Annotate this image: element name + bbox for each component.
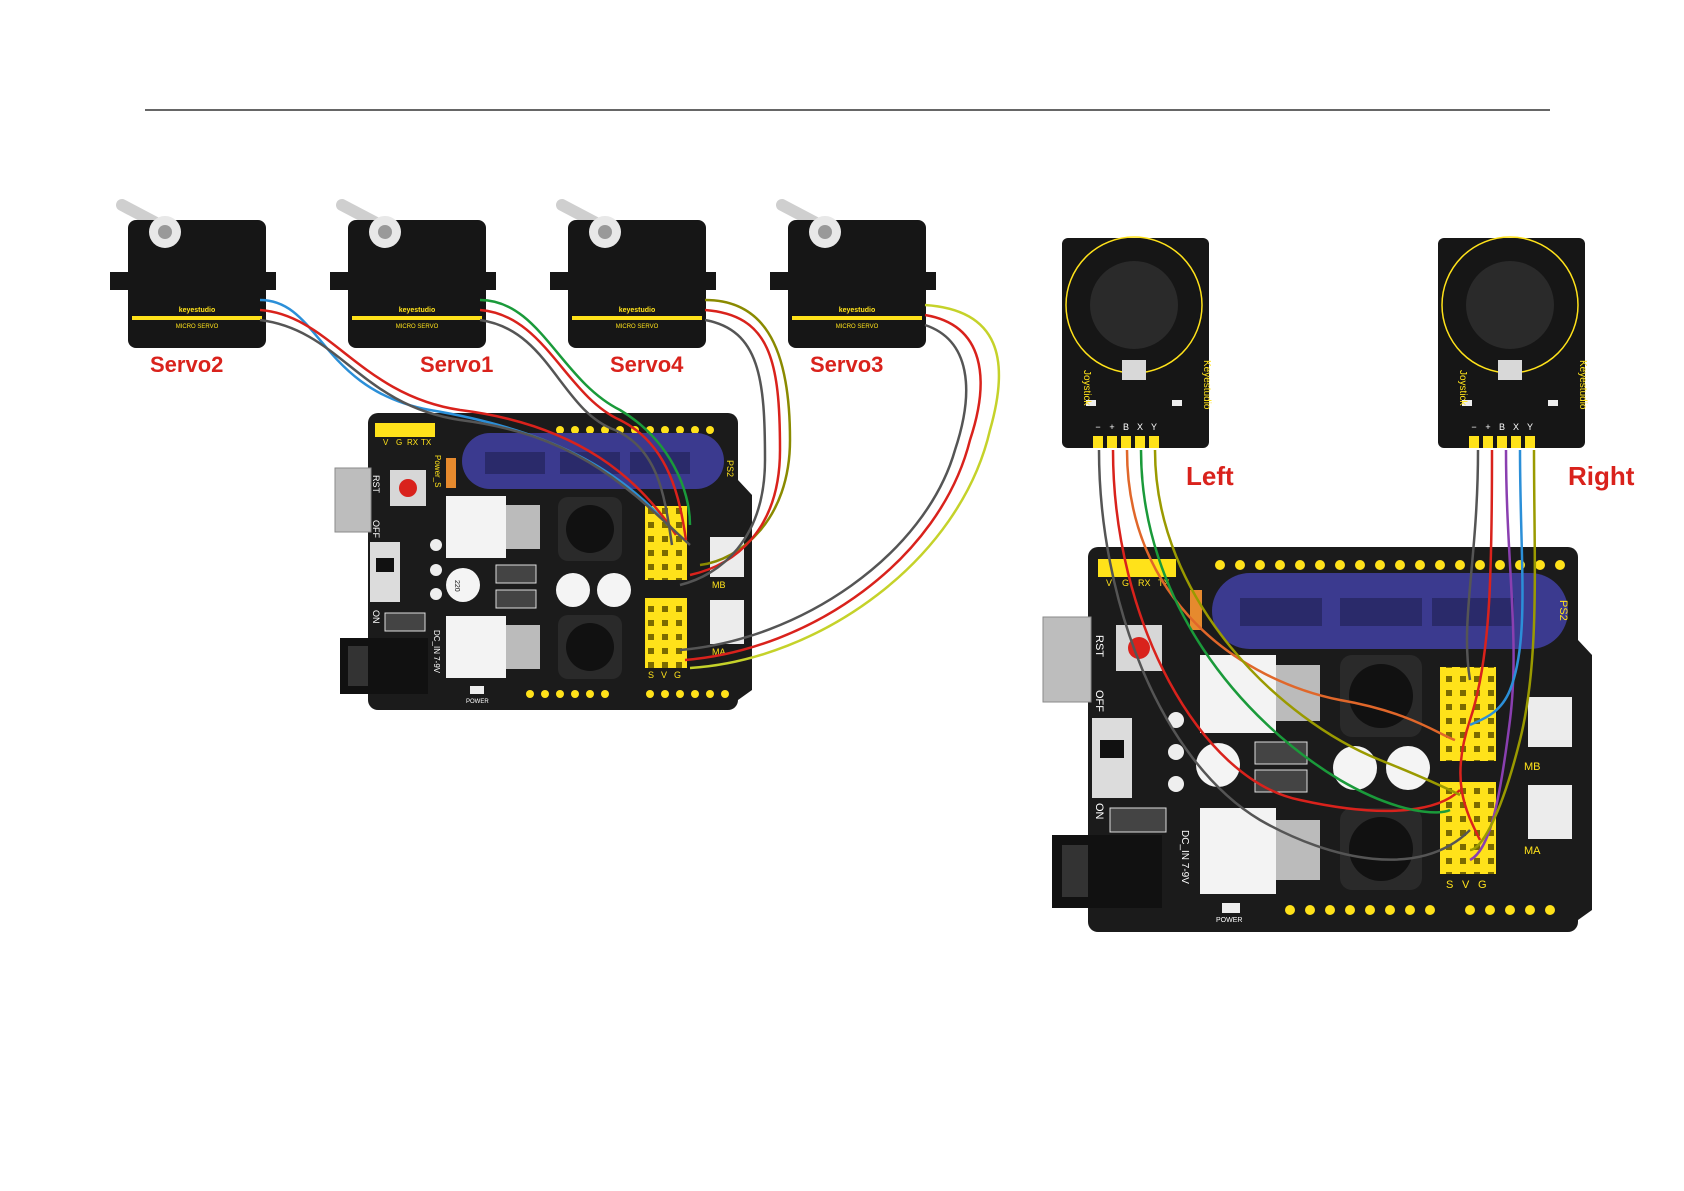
r-ma-label: MA bbox=[1524, 845, 1541, 857]
joystick-wires bbox=[1097, 449, 1537, 862]
joystick-label: Right bbox=[1568, 461, 1635, 491]
joystick-pin-label: + bbox=[1485, 422, 1490, 432]
servo-model: MICRO SERVO bbox=[176, 324, 219, 330]
r-header-pin-rx: RX bbox=[1138, 578, 1151, 588]
servo-brand: keyestudio bbox=[619, 307, 656, 314]
r-header-pin-v: V bbox=[1106, 578, 1112, 588]
driver-board-right: V G RX TX PS2 RST OFF ON bbox=[1042, 547, 1592, 932]
servo-brand: keyestudio bbox=[179, 307, 216, 314]
joystick-pin-label: Y bbox=[1151, 422, 1157, 432]
r-svg-label-s: S bbox=[1446, 879, 1453, 891]
r-ps2-label: PS2 bbox=[1557, 600, 1569, 621]
r-svg-label-v: V bbox=[1462, 879, 1470, 891]
on-label: ON bbox=[371, 610, 381, 624]
joystick-name: Joystick bbox=[1457, 370, 1468, 407]
rst-label: RST bbox=[371, 475, 381, 494]
mb-label: MB bbox=[712, 580, 726, 590]
header-pin-tx: TX bbox=[421, 438, 432, 447]
servo-label: Servo1 bbox=[420, 352, 493, 377]
servo-label: Servo3 bbox=[810, 352, 883, 377]
reset-button bbox=[399, 479, 417, 497]
servo-header-top bbox=[645, 506, 687, 580]
dc-in-label: DC_IN 7-9V bbox=[432, 630, 441, 674]
header-pin-v: V bbox=[383, 438, 389, 447]
ma-label: MA bbox=[712, 647, 726, 657]
servo-brand: keyestudio bbox=[399, 307, 436, 314]
joystick-name: Joystick bbox=[1081, 370, 1092, 407]
joystick-pin-label: X bbox=[1513, 422, 1519, 432]
power-led-label: POWER bbox=[466, 699, 489, 705]
r-dc-in-label: DC_IN 7-9V bbox=[1179, 830, 1190, 884]
joystick-pin-label: + bbox=[1109, 422, 1114, 432]
driver-board-left: V G RX TX PS2 Power_S RST OFF ON bbox=[334, 413, 752, 710]
r-on-label: ON bbox=[1093, 803, 1105, 820]
r-servo-header-bottom bbox=[1440, 782, 1496, 874]
r-mb-label: MB bbox=[1524, 761, 1541, 773]
servo-label: Servo4 bbox=[610, 352, 684, 377]
r-svg-label-g: G bbox=[1478, 879, 1487, 891]
header-pin-rx: RX bbox=[407, 438, 419, 447]
servo-model: MICRO SERVO bbox=[396, 324, 439, 330]
r-rst-label: RST bbox=[1093, 635, 1105, 657]
r-reset-button bbox=[1128, 637, 1150, 659]
joystick-pin-label: − bbox=[1471, 422, 1476, 432]
cap-1-value: 220 bbox=[453, 580, 460, 592]
off-label: OFF bbox=[371, 520, 381, 538]
r-off-label: OFF bbox=[1093, 690, 1105, 712]
joystick-pin-label: X bbox=[1137, 422, 1143, 432]
joystick-brand: Keyestudio bbox=[1201, 360, 1212, 410]
servo-model: MICRO SERVO bbox=[616, 324, 659, 330]
joystick-pin-label: Y bbox=[1527, 422, 1533, 432]
servo-model: MICRO SERVO bbox=[836, 324, 879, 330]
ps2-label: PS2 bbox=[725, 460, 735, 477]
joystick-label: Left bbox=[1186, 461, 1234, 491]
svg-label-g: G bbox=[674, 670, 681, 680]
svg-label-s: S bbox=[648, 670, 654, 680]
joystick-pin-label: B bbox=[1499, 422, 1505, 432]
joystick-pin-label: − bbox=[1095, 422, 1100, 432]
power-s-label: Power_S bbox=[433, 455, 442, 487]
servo-header-bottom bbox=[645, 598, 687, 668]
svg-label-v: V bbox=[661, 670, 667, 680]
joystick-brand: Keyestudio bbox=[1577, 360, 1588, 410]
r-header-pin-g: G bbox=[1122, 578, 1129, 588]
header-pin-g: G bbox=[396, 438, 402, 447]
servo-brand: keyestudio bbox=[839, 307, 876, 314]
r-servo-header-top bbox=[1440, 667, 1496, 761]
r-power-led-label: POWER bbox=[1216, 917, 1242, 924]
joystick-pin-label: B bbox=[1123, 422, 1129, 432]
servo-wires bbox=[259, 298, 1001, 670]
servo-label: Servo2 bbox=[150, 352, 223, 377]
